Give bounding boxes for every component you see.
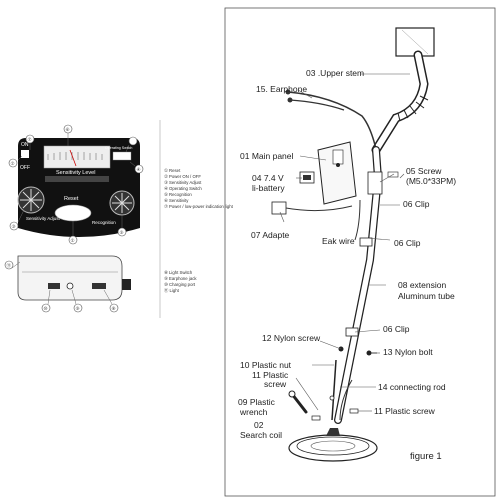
- callout-7: ⑦: [27, 136, 32, 142]
- label-battery-type: li-battery: [252, 183, 285, 193]
- label-plastic-screw-a: 11 Plastic: [252, 370, 289, 380]
- main-panel-box: [317, 141, 357, 205]
- label-extension: 08 extension: [398, 280, 447, 290]
- label-search-coil-number: 02: [254, 420, 264, 430]
- label-search-coil: Search coil: [240, 430, 283, 440]
- callout-5: ⑤: [119, 229, 124, 235]
- label-connecting-rod: 14 connecting rod: [378, 382, 446, 392]
- label-clip-lower: 06 Clip: [383, 324, 410, 334]
- callout-11: ⑪: [6, 262, 11, 268]
- legend-item: ⑨ Earphone jack: [164, 276, 197, 281]
- handle-side-drawing: [4, 255, 131, 313]
- legend-item: ⑥ Sensitivity: [164, 198, 189, 203]
- legend-item: ③ Sensitivity Adjust: [164, 180, 202, 185]
- label-nylon-screw: 12 Nylon screw: [262, 333, 321, 343]
- label-plastic-nut: 10 Plastic nut: [240, 360, 292, 370]
- callout-2: ②: [10, 160, 15, 166]
- callout-8: ⑧: [111, 305, 116, 311]
- label-clip-top: 06 Clip: [403, 199, 430, 209]
- callout-4: ④: [136, 166, 141, 172]
- reset-button-drawing: [54, 204, 92, 222]
- callout-10: ⑩: [43, 305, 48, 311]
- callout-6: ⑥: [65, 126, 70, 132]
- label-clip-middle: 06 Clip: [394, 238, 421, 248]
- legend-item: ⑦ Power / low-power indication light: [164, 204, 233, 209]
- search-coil: [288, 434, 378, 462]
- panel-reset-label: Reset: [64, 196, 79, 202]
- label-eak-wire: Eak wire: [322, 236, 355, 246]
- legend-item: ④ Operating Switch: [164, 186, 202, 191]
- legend-item: ⑤ Recognition: [164, 192, 192, 197]
- label-plastic-screw-a-2: screw: [264, 379, 287, 389]
- panel-off-label: OFF: [20, 165, 30, 171]
- meter-window: [43, 145, 111, 169]
- panel-operating-switch-label: Operating Switch: [105, 146, 133, 150]
- label-nylon-bolt: 13 Nylon bolt: [383, 347, 433, 357]
- control-panel-drawing: [8, 124, 144, 245]
- label-battery-voltage: 04 7.4 V: [252, 173, 284, 183]
- legend-item: ⑪ Light: [164, 288, 179, 293]
- label-upper-stem: 03 .Upper stem: [306, 68, 365, 78]
- figure-caption: figure 1: [410, 451, 442, 462]
- panel-on-label: ON: [21, 142, 29, 148]
- label-plastic-wrench-2: wrench: [240, 407, 268, 417]
- label-aluminum-tube: Aluminum tube: [398, 291, 455, 301]
- figure-frame: [224, 7, 496, 497]
- label-plastic-screw-b: 11 Plastic screw: [374, 406, 435, 416]
- panel-sensitivity-adjust-label: Sensitivity Adjust: [26, 216, 60, 221]
- callout-9: ⑨: [75, 305, 80, 311]
- label-plastic-wrench: 09 Plastic: [238, 397, 275, 407]
- label-adapter: 07 Adapte: [251, 230, 290, 240]
- meter-needle: [69, 149, 77, 167]
- callout-3: ③: [11, 223, 16, 229]
- label-screw: 05 Screw: [406, 166, 442, 176]
- panel-recognition-label: Recognition: [92, 220, 116, 225]
- adapter-plug: [271, 201, 287, 215]
- legend-item: ① Reset: [164, 168, 181, 173]
- panel-sensitivity-level: Sensitivity Level: [56, 170, 96, 176]
- legend-item: ⑩ Charging port: [164, 282, 196, 287]
- plastic-wrench: [290, 392, 308, 414]
- legend-item: ⑧ Light Switch: [164, 270, 193, 275]
- label-earphone: 15. Earphone: [256, 84, 308, 94]
- legend-item: ② Power ON / OFF: [164, 174, 202, 179]
- callout-1: ①: [70, 237, 75, 243]
- earphone-cable: [287, 91, 379, 159]
- detector-assembly-drawing: [271, 27, 435, 462]
- label-screw-size: (M5.0*33PM): [406, 176, 457, 186]
- label-main-panel: 01 Main panel: [240, 151, 294, 161]
